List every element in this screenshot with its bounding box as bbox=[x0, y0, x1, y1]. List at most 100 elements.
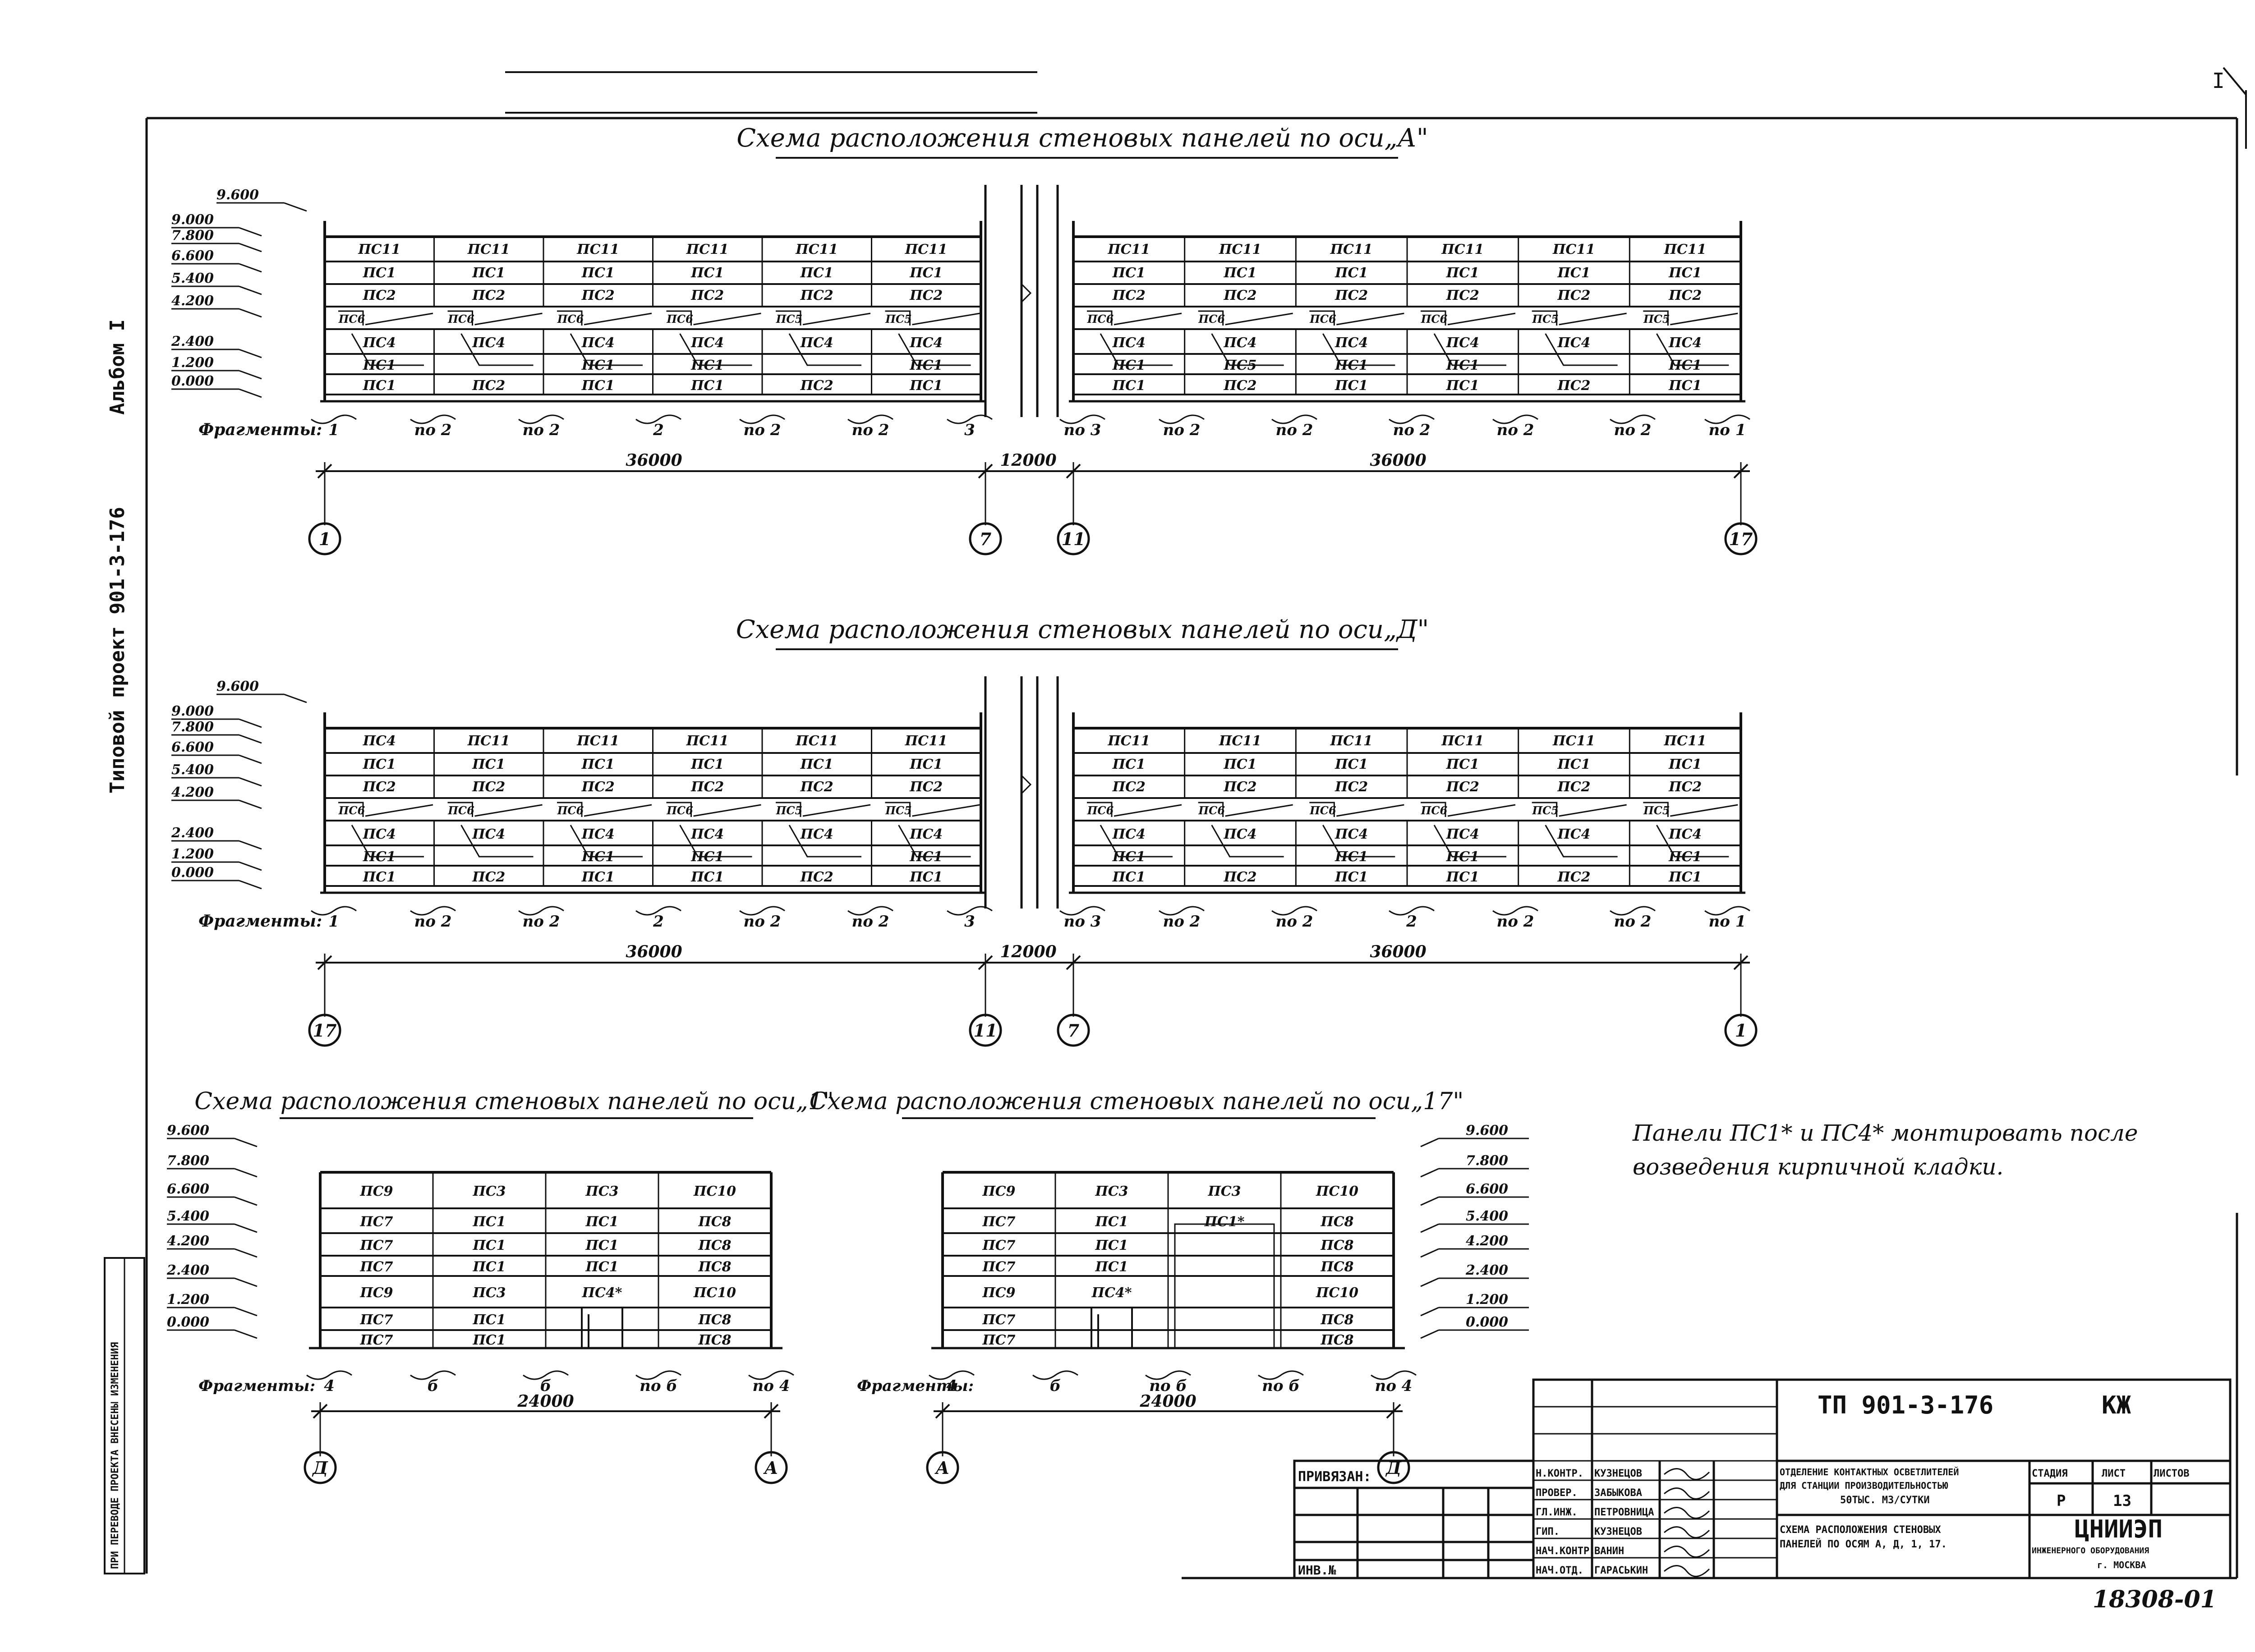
panel-label: ПС11 bbox=[1552, 242, 1595, 257]
panel-label: ПС4 bbox=[1446, 335, 1479, 351]
panel-label: ПС11 bbox=[576, 733, 619, 749]
opening-mark bbox=[1322, 825, 1395, 858]
level-leader bbox=[239, 799, 262, 809]
fragment-label: по 2 bbox=[1276, 913, 1313, 931]
fragment-label: 1 bbox=[328, 913, 339, 931]
panel-label: ПС1* bbox=[1204, 1214, 1245, 1230]
scheme-title: Схема расположения стеновых панелей по о… bbox=[736, 124, 1428, 153]
fragment-label: 1 bbox=[328, 421, 339, 439]
axis-label: 11 bbox=[974, 1020, 998, 1041]
axis-bubble bbox=[755, 1451, 788, 1484]
level-mark: 9.600 bbox=[216, 187, 259, 203]
sheet-frame bbox=[145, 67, 2247, 1579]
panel-label: ПС4 bbox=[1223, 335, 1256, 351]
fragment-brace bbox=[523, 1370, 569, 1380]
panel-label: ПС2 bbox=[581, 779, 615, 795]
panel-label: ПС2 bbox=[800, 779, 833, 795]
panel-label: ПС2 bbox=[800, 288, 833, 303]
level-leader bbox=[234, 1223, 258, 1233]
fragment-brace bbox=[1271, 414, 1317, 424]
panel-label: ПС1 bbox=[909, 869, 943, 885]
level-leader bbox=[239, 734, 262, 744]
panel-label: ПС10 bbox=[693, 1285, 736, 1301]
axis-bubble bbox=[969, 522, 1002, 555]
opening-mark bbox=[1211, 333, 1284, 366]
fragment-label: по 2 bbox=[744, 421, 781, 439]
fragment-label: по 2 bbox=[852, 421, 889, 439]
opening-mark bbox=[788, 825, 861, 858]
band-tag-leader bbox=[338, 802, 433, 817]
fragment-label: по 2 bbox=[414, 913, 452, 931]
sheet-header: ЛИСТ bbox=[2102, 1468, 2126, 1479]
level-leader bbox=[284, 693, 307, 703]
fragment-brace bbox=[410, 414, 456, 424]
panel-label: ПС11 bbox=[686, 242, 729, 257]
band-tag: ПС6 bbox=[1198, 312, 1225, 326]
level-leader bbox=[239, 285, 262, 295]
panel-label: ПС8 bbox=[698, 1312, 731, 1328]
axis-bubble bbox=[1377, 1451, 1410, 1484]
fragments-label: Фрагменты: bbox=[198, 1377, 315, 1395]
band-tag: ПС6 bbox=[1087, 312, 1114, 326]
opening-mark bbox=[788, 333, 861, 366]
opening-mark bbox=[1100, 825, 1173, 858]
level-mark: 6.600 bbox=[171, 739, 214, 755]
band-tag: ПС5 bbox=[1643, 312, 1670, 326]
sheets-header: ЛИСТОВ bbox=[2154, 1468, 2189, 1479]
scheme-axis-a: Схема расположения стеновых панелей по о… bbox=[171, 124, 1758, 555]
fragment-label: по 4 bbox=[753, 1377, 790, 1395]
title-block: ТП 901-3-176 КЖ ПРИВЯЗАН: ИНВ.№ Н.КОНТР.… bbox=[1293, 1378, 2232, 1613]
panel-label: ПС1 bbox=[1223, 757, 1256, 772]
panel-label: ПС2 bbox=[363, 779, 396, 795]
panel-label: ПС11 bbox=[905, 242, 948, 257]
axis-bubble bbox=[1724, 1014, 1758, 1047]
level-mark: 1.200 bbox=[1466, 1292, 1508, 1308]
door-opening bbox=[1091, 1307, 1133, 1348]
band-tag-leader bbox=[557, 310, 652, 326]
band-tag: ПС6 bbox=[447, 804, 474, 817]
level-mark: 7.800 bbox=[171, 719, 214, 735]
fragment-brace bbox=[1032, 1370, 1078, 1380]
panel-label: ПС4 bbox=[800, 335, 833, 351]
level-mark: 6.600 bbox=[167, 1181, 209, 1197]
title-desc-2a: СХЕМА РАСПОЛОЖЕНИЯ СТЕНОВЫХ bbox=[1780, 1524, 1941, 1536]
level-mark: 5.400 bbox=[167, 1208, 209, 1224]
fragment-label: по 2 bbox=[1393, 421, 1431, 439]
brick-infill-zone bbox=[1174, 1223, 1275, 1349]
scheme-axis-1: Схема расположения стеновых панелей по о… bbox=[166, 1088, 834, 1484]
dimension-value: 36000 bbox=[626, 942, 682, 961]
break-mark bbox=[1021, 283, 1032, 303]
panel-label: ПС4* bbox=[1091, 1285, 1132, 1301]
panel-label: ПС11 bbox=[358, 242, 400, 257]
band-tag-leader bbox=[1087, 802, 1182, 817]
fragment-label: по б bbox=[1262, 1377, 1300, 1395]
signature-name: КУЗНЕЦОВ bbox=[1594, 1526, 1642, 1537]
title-desc-1b: ДЛЯ СТАНЦИИ ПРОИЗВОДИТЕЛЬНОСТЬЮ bbox=[1780, 1480, 1948, 1491]
panel-label: ПС9 bbox=[359, 1184, 393, 1199]
signature-name: ГАРАСЬКИН bbox=[1594, 1565, 1648, 1576]
corner-mark: I bbox=[2212, 69, 2225, 93]
fragment-label: по 2 bbox=[523, 913, 560, 931]
panel-label: ПС4 bbox=[472, 826, 505, 842]
panel-label: ПС2 bbox=[1557, 378, 1590, 394]
stage-value: Р bbox=[2057, 1492, 2066, 1510]
panel-label: ПС8 bbox=[1320, 1259, 1353, 1275]
fragment-brace bbox=[1159, 414, 1205, 424]
opening-mark bbox=[898, 333, 971, 366]
panel-label: ПС1 bbox=[585, 1259, 618, 1275]
axis-bubble bbox=[969, 1014, 1002, 1047]
band-tag-leader bbox=[666, 310, 761, 326]
title-desc-2b: ПАНЕЛЕЙ ПО ОСЯМ А, Д, 1, 17. bbox=[1780, 1538, 1947, 1550]
panel-label: ПС1 bbox=[581, 265, 615, 281]
level-leader bbox=[1420, 1248, 1439, 1258]
panel-label: ПС4 bbox=[690, 826, 724, 842]
level-mark: 0.000 bbox=[171, 865, 214, 881]
axis-bubble bbox=[1057, 1014, 1090, 1047]
level-mark: 7.800 bbox=[167, 1153, 209, 1169]
fragment-brace bbox=[1492, 906, 1538, 916]
fragment-label: по 2 bbox=[1163, 913, 1201, 931]
axis-bubble bbox=[304, 1451, 337, 1484]
fragment-label: по б bbox=[1149, 1377, 1187, 1395]
level-mark: 6.600 bbox=[1466, 1181, 1508, 1197]
fragment-label: по 2 bbox=[1163, 421, 1201, 439]
